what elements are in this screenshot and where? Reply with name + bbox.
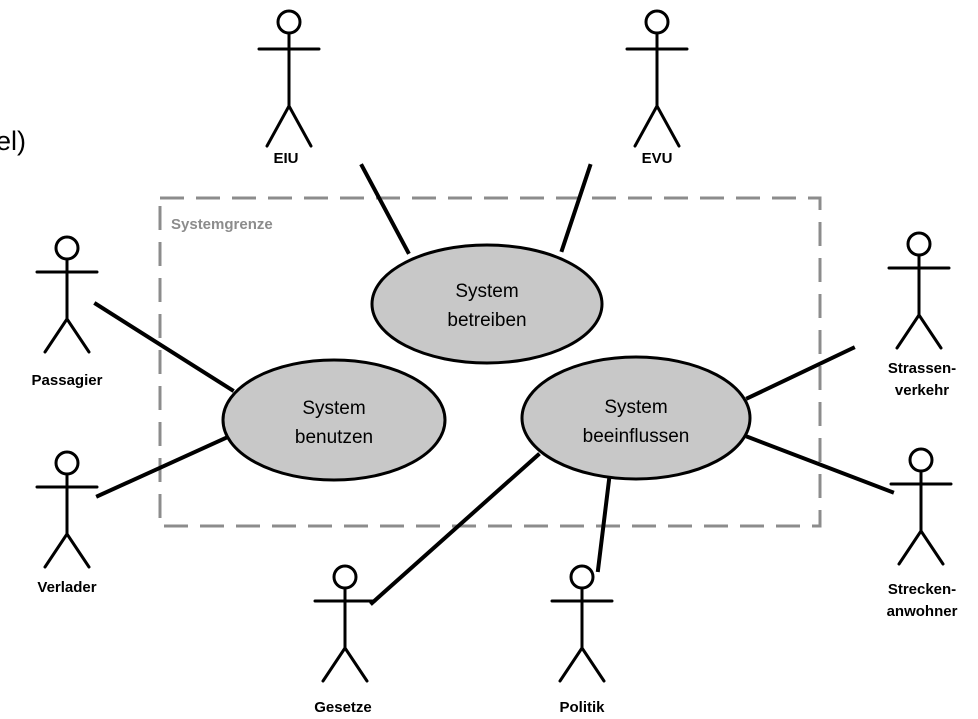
- associations: [93, 163, 895, 606]
- use-case-benutzen-line-2: benutzen: [295, 427, 373, 448]
- use-case-benutzen-shape[interactable]: [221, 358, 447, 482]
- use-case-betreiben-shape[interactable]: [370, 243, 604, 365]
- actor-streckenanwohner[interactable]: Strecken- anwohner: [887, 447, 958, 620]
- use-case-benutzen[interactable]: System benutzen: [221, 358, 447, 482]
- actor-evu-label: EVU: [642, 150, 673, 167]
- actor-passagier-icon: [35, 235, 99, 354]
- association-politik-beeinflussen: [595, 469, 613, 573]
- association-passagier-benutzen: [93, 301, 235, 393]
- association-eiu-betreiben: [359, 163, 411, 255]
- association-gesetze-beeinflussen: [369, 452, 541, 606]
- use-case-betreiben-line-2: betreiben: [447, 310, 526, 331]
- actor-verlader[interactable]: Verlader: [35, 450, 99, 596]
- actor-streckenanwohner-label-line-1: Strecken-: [888, 581, 956, 598]
- use-case-betreiben[interactable]: System betreiben: [370, 243, 604, 365]
- association-strassenverkehr-beeinflussen: [745, 345, 856, 401]
- actor-evu-icon: [625, 9, 689, 148]
- actor-verlader-icon: [35, 450, 99, 569]
- actor-strassenverkehr-label-line-1: Strassen-: [888, 360, 956, 377]
- actor-politik-icon: [550, 564, 614, 683]
- use-case-betreiben-line-1: System: [455, 281, 518, 302]
- system-boundary: Systemgrenze: [158, 196, 822, 528]
- system-boundary-label: Systemgrenze: [171, 216, 273, 233]
- use-case-beeinflussen-line-2: beeinflussen: [583, 426, 690, 447]
- association-streckenanwohner-beeinflussen: [745, 434, 895, 495]
- actor-politik-label: Politik: [559, 699, 605, 716]
- actor-eiu-icon: [257, 9, 321, 148]
- actor-streckenanwohner-label-line-2: anwohner: [887, 603, 958, 620]
- actor-streckenanwohner-icon: [889, 447, 953, 566]
- actor-eiu-label: EIU: [273, 150, 298, 167]
- actor-gesetze[interactable]: Gesetze: [313, 564, 377, 716]
- clipped-title-fragment: el): [0, 126, 26, 156]
- actor-politik[interactable]: Politik: [550, 564, 614, 716]
- actor-gesetze-label: Gesetze: [314, 699, 372, 716]
- actor-gesetze-icon: [313, 564, 377, 683]
- actor-eiu[interactable]: EIU: [257, 9, 321, 167]
- actor-strassenverkehr[interactable]: Strassen- verkehr: [887, 231, 956, 399]
- use-case-beeinflussen-shape[interactable]: [520, 355, 752, 481]
- actor-evu[interactable]: EVU: [625, 9, 689, 167]
- actor-passagier[interactable]: Passagier: [32, 235, 103, 389]
- association-evu-betreiben: [559, 163, 593, 253]
- association-verlader-benutzen: [95, 433, 233, 499]
- actor-strassenverkehr-label-line-2: verkehr: [895, 382, 949, 399]
- use-case-beeinflussen-line-1: System: [604, 397, 667, 418]
- actor-verlader-label: Verlader: [37, 579, 96, 596]
- actor-passagier-label: Passagier: [32, 372, 103, 389]
- use-case-beeinflussen[interactable]: System beeinflussen: [520, 355, 752, 481]
- use-case-benutzen-line-1: System: [302, 398, 365, 419]
- actor-strassenverkehr-icon: [887, 231, 951, 350]
- system-boundary-frame: [158, 196, 822, 528]
